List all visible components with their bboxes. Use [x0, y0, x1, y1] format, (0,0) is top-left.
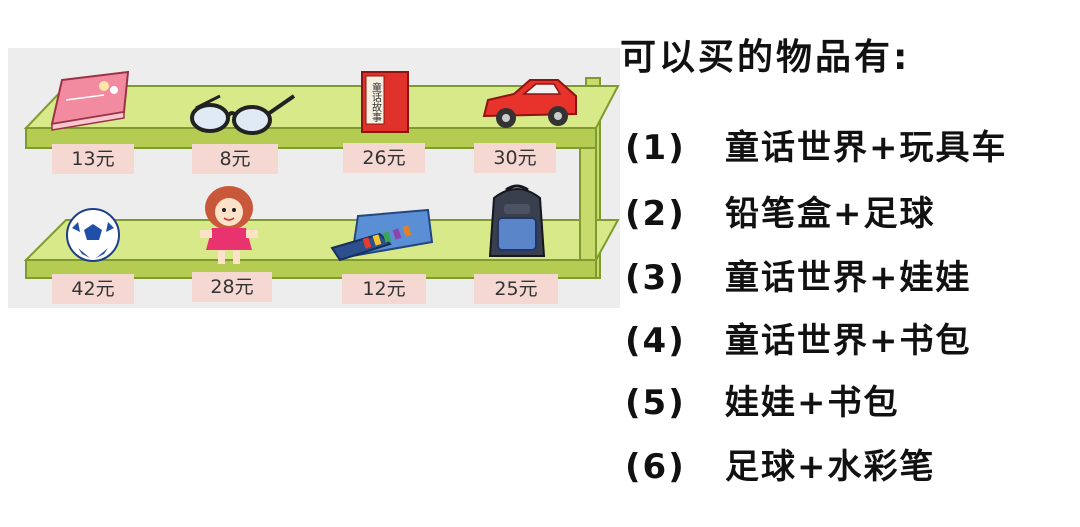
- option-3-number: (3): [625, 258, 686, 298]
- price-tag-doll: 28元: [192, 272, 272, 302]
- option-6-text: 足球+水彩笔: [725, 447, 936, 487]
- shelf-post-right: [579, 147, 597, 261]
- glasses-icon: [190, 94, 296, 135]
- option-2-text: 铅笔盒+足球: [725, 194, 936, 234]
- answer-title: 可以买的物品有:: [620, 37, 911, 78]
- option-2-number: (2): [625, 194, 686, 234]
- price-tag-fairy-tale-book: 26元: [343, 143, 425, 173]
- option-1: (1) 童话世界+玩具车: [625, 120, 1008, 169]
- book-spine-text: 童话故事: [370, 81, 382, 122]
- watercolor-pen-box-icon: [330, 208, 434, 262]
- price-tag-watercolor-pen-box: 12元: [342, 274, 426, 304]
- shelf-illustration: [23, 77, 620, 279]
- doll-icon: [200, 186, 258, 264]
- price-tag-toy-car: 30元: [474, 143, 556, 173]
- option-1-number: (1): [625, 128, 686, 168]
- option-5-text: 娃娃+书包: [725, 383, 900, 423]
- notebook-icon: [50, 70, 130, 131]
- option-5-number: (5): [625, 383, 686, 423]
- top-shelf-front: [25, 127, 597, 149]
- option-3: (3) 童话世界+娃娃: [625, 250, 972, 299]
- option-3-text: 童话世界+娃娃: [725, 258, 972, 298]
- option-6-number: (6): [625, 447, 686, 487]
- option-6: (6) 足球+水彩笔: [625, 439, 936, 488]
- price-tag-backpack: 25元: [474, 274, 558, 304]
- fairy-tale-book-icon: 童话故事: [361, 71, 409, 133]
- option-4: (4) 童话世界+书包: [625, 313, 972, 362]
- price-tag-notebook: 13元: [52, 144, 134, 174]
- option-4-text: 童话世界+书包: [725, 321, 972, 361]
- price-tag-soccer-ball: 42元: [52, 274, 134, 304]
- option-1-text: 童话世界+玩具车: [725, 128, 1008, 168]
- toy-car-icon: [482, 79, 577, 128]
- price-tag-glasses: 8元: [192, 144, 278, 174]
- option-2: (2) 铅笔盒+足球: [625, 186, 936, 235]
- backpack-icon: [488, 184, 546, 257]
- option-4-number: (4): [625, 321, 686, 361]
- bottom-shelf-front: [25, 259, 597, 279]
- soccer-ball-icon: [66, 208, 120, 262]
- option-5: (5) 娃娃+书包: [625, 375, 900, 424]
